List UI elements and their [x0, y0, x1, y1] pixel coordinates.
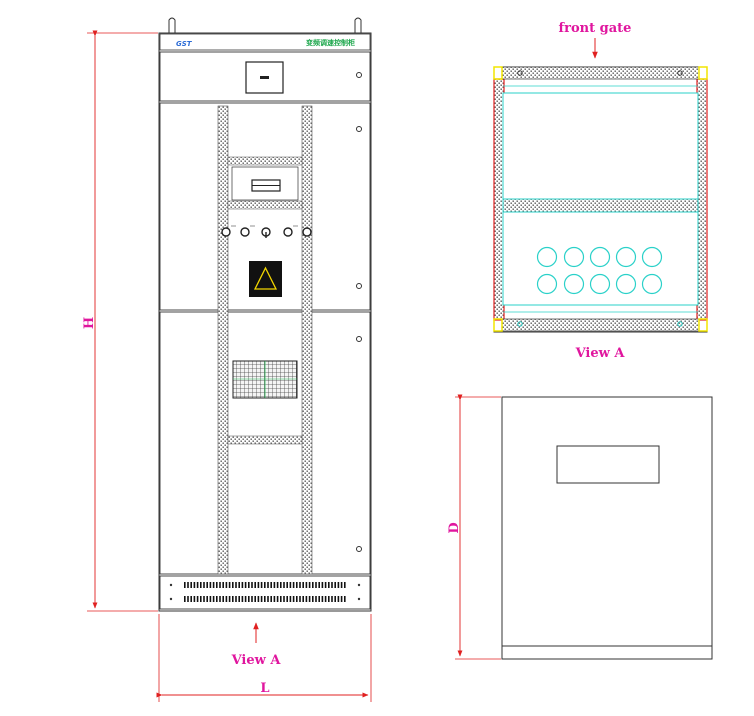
corner-post — [493, 66, 503, 80]
corner-post — [698, 318, 708, 332]
front-gate-label: front gate — [559, 21, 632, 36]
inner-plate-lower — [502, 211, 699, 306]
cable-gland-icon — [536, 273, 558, 295]
front-bar — [501, 66, 700, 80]
lock-icon — [356, 283, 362, 289]
cross-rail — [227, 200, 303, 210]
mounting-rail-left — [217, 105, 229, 575]
cable-gland-icon — [536, 246, 558, 268]
cable-glands — [536, 246, 663, 295]
lock-icon — [356, 546, 362, 552]
side-panel — [501, 396, 713, 660]
cable-gland-icon — [563, 246, 585, 268]
header-strip — [159, 33, 371, 51]
view-a-label-top: View A — [575, 346, 626, 361]
side-window — [556, 445, 660, 484]
lock-icon — [356, 336, 362, 342]
front-view: GST 变频调速控制柜 — [158, 17, 372, 612]
depth-label: D — [447, 522, 462, 533]
corner-post — [493, 318, 503, 332]
indicator-light-icon — [283, 227, 293, 237]
mounting-rail-right — [301, 105, 313, 575]
warning-triangle-icon — [253, 266, 278, 290]
nameplate-text: 变频调速控制柜 — [306, 38, 355, 47]
length-label: L — [260, 681, 269, 696]
lifting-eye-left — [168, 17, 176, 33]
height-dimension: H — [82, 30, 158, 612]
brand-logo: GST — [176, 40, 193, 48]
length-dimension: L — [156, 614, 372, 702]
depth-dimension: D — [447, 394, 501, 660]
lifting-eye-right — [354, 17, 362, 33]
height-label: H — [82, 317, 97, 329]
middle-rail — [502, 198, 699, 213]
cable-gland-icon — [615, 246, 637, 268]
cable-gland-icon — [589, 273, 611, 295]
corner-post — [698, 66, 708, 80]
top-view: front gate — [493, 21, 708, 361]
cross-rail — [227, 156, 303, 166]
cable-gland-icon — [589, 246, 611, 268]
cross-rail — [227, 435, 303, 445]
cable-gland-icon — [563, 273, 585, 295]
side-view — [501, 396, 713, 660]
indicator-row — [221, 225, 312, 238]
cable-gland-icon — [641, 246, 663, 268]
cable-gland-icon — [641, 273, 663, 295]
warning-sign — [249, 261, 282, 297]
rear-bar — [501, 318, 700, 332]
indicator-light-icon — [302, 227, 312, 237]
view-a-label-bottom: View A — [231, 653, 282, 668]
indicator-light-icon — [221, 227, 231, 237]
view-a-indicator-bottom: View A — [231, 622, 282, 668]
indicator-light-icon — [240, 227, 250, 237]
lock-icon — [356, 72, 362, 78]
lock-icon — [356, 126, 362, 132]
cable-gland-icon — [615, 273, 637, 295]
display-slot — [260, 76, 269, 79]
inner-plate-upper — [502, 92, 699, 200]
bottom-vent-panel — [159, 575, 371, 610]
vent-slots — [184, 582, 346, 602]
